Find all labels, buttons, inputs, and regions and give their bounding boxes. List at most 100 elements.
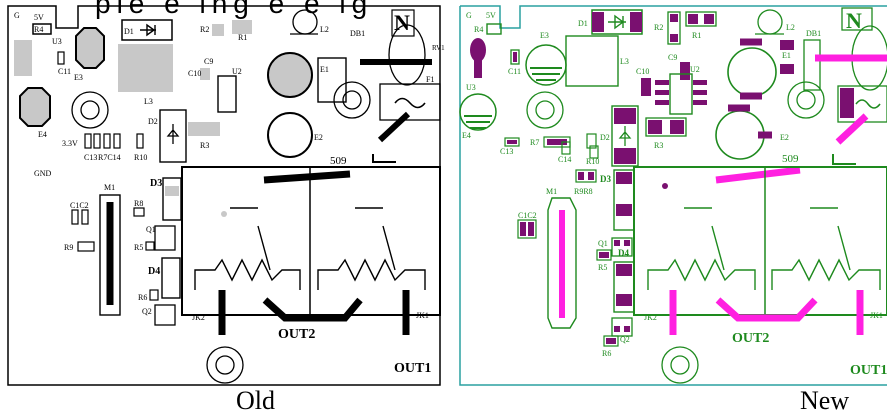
new-r2-pad — [667, 11, 681, 45]
new-d3-body — [613, 169, 635, 231]
old-mount-hole-3 — [206, 346, 244, 384]
old-board-outline — [7, 5, 441, 386]
new-label-r9r8: R9R8 — [574, 187, 593, 196]
old-label-d3: D3 — [150, 178, 162, 189]
new-label-r3: R3 — [654, 141, 663, 150]
old-d3-inner — [165, 186, 179, 196]
old-r4-pad — [32, 23, 52, 35]
new-label-out2: OUT2 — [732, 331, 769, 346]
new-mount-hole-1 — [526, 91, 564, 129]
new-label-out1: OUT1 — [850, 363, 887, 378]
old-r6-pad — [149, 289, 159, 301]
old-e2-cap — [267, 112, 313, 158]
new-r3-pad — [645, 117, 687, 137]
old-caption: Old — [236, 386, 275, 415]
new-label-c13: C13 — [500, 147, 513, 156]
new-caption: New — [800, 386, 850, 415]
header-text: ple e ing e e ig — [95, 0, 374, 19]
new-label-d3: D3 — [600, 174, 611, 184]
new-label-e1: E1 — [782, 51, 791, 60]
old-label-u3: U3 — [52, 37, 62, 46]
old-label-c1c2: C1C2 — [70, 201, 89, 210]
new-q1-pad-a — [614, 240, 620, 246]
new-label-u3: U3 — [466, 83, 476, 92]
old-u3-pad — [14, 40, 32, 76]
new-e1-cap — [727, 47, 777, 97]
new-c11-pad — [510, 49, 520, 65]
old-e3-cap — [75, 27, 105, 69]
new-u2-pin-3 — [655, 100, 669, 105]
new-relay-switch-2 — [810, 207, 851, 271]
old-label-g: G — [14, 11, 20, 20]
old-r10-pad — [136, 133, 144, 149]
new-r3-pad-a — [648, 120, 662, 134]
new-label-c10: C10 — [636, 67, 649, 76]
new-label-r5: R5 — [598, 263, 607, 272]
new-d2-big-symbol — [618, 126, 632, 146]
old-label-d1: D1 — [124, 27, 134, 36]
new-relay-coil-2 — [771, 258, 881, 290]
new-c1c2-pad-a — [520, 222, 526, 236]
new-dot-pad-1 — [780, 40, 794, 50]
new-label-r4: R4 — [474, 25, 483, 34]
old-label-out1: OUT1 — [394, 361, 431, 376]
new-label-m1: M1 — [546, 187, 557, 196]
new-d4-pad-1 — [616, 264, 632, 276]
new-c1c2-pad — [517, 219, 537, 239]
new-u2-pin-4 — [693, 80, 707, 85]
new-dot-pad-2 — [780, 64, 794, 74]
old-e1-cap — [267, 52, 313, 98]
new-d3-pad-2 — [616, 204, 632, 216]
old-relay-switch-2 — [355, 207, 396, 271]
new-label-c11: C11 — [508, 67, 521, 76]
old-r7-pad — [103, 133, 111, 149]
new-label-u2: U2 — [690, 65, 700, 74]
old-d2-body — [159, 109, 187, 163]
old-d3-body — [162, 177, 182, 221]
new-mount-hole-3 — [661, 346, 699, 384]
old-board — [7, 5, 441, 386]
old-label-db1: DB1 — [350, 29, 365, 38]
old-db1-body — [317, 57, 347, 103]
new-c13-pad-inner — [507, 140, 517, 144]
new-label-e4: E4 — [462, 131, 471, 140]
old-label-e1: E1 — [320, 65, 329, 74]
new-labels: G 5V R4 E3 D1 R2 R1 L2 N DB1 C11 U3 L3 C… — [462, 8, 887, 378]
new-label-r1: R1 — [692, 31, 701, 40]
new-d4-pad-2 — [616, 294, 632, 306]
old-label-out2: OUT2 — [278, 327, 315, 342]
old-label-r7c14: R7C14 — [98, 153, 121, 162]
new-q1-pad — [611, 237, 633, 257]
new-r9r8-pad-a — [578, 172, 584, 180]
old-u2-chip — [217, 75, 237, 113]
new-u2-chip — [669, 73, 693, 115]
old-mount-hole-2 — [333, 81, 371, 119]
old-label-r8: R8 — [134, 199, 143, 208]
new-u2-pin-5 — [693, 90, 707, 95]
new-c9-pad — [680, 62, 690, 80]
new-r10-pad — [589, 145, 599, 159]
new-label-jk2: JK2 — [644, 313, 657, 322]
new-r5-pad — [596, 249, 612, 261]
old-label-q1: Q1 — [146, 225, 156, 234]
old-label-gnd: GND — [34, 169, 52, 178]
old-label-u2: U2 — [232, 67, 242, 76]
old-label-d2: D2 — [148, 117, 158, 126]
new-label-r7: R7 — [530, 138, 539, 147]
new-u2-pin-1 — [655, 80, 669, 85]
old-label-3v3: 3.3V — [62, 139, 78, 148]
new-c13-pad — [504, 137, 520, 147]
old-label-r1: R1 — [238, 33, 247, 42]
old-label-l2: L2 — [320, 25, 329, 34]
old-label-e2: E2 — [314, 133, 323, 142]
new-label-g: G — [466, 11, 472, 20]
new-509-trace — [715, 166, 801, 184]
old-label-f1: F1 — [426, 75, 434, 84]
new-r1-pad-b — [704, 14, 714, 24]
new-d2-big — [611, 105, 639, 167]
old-r9-pad — [77, 241, 95, 252]
old-label-c10: C10 — [188, 69, 201, 78]
new-q2-pad — [611, 317, 633, 337]
new-r9r8-pad-b — [588, 172, 594, 180]
old-dot — [221, 211, 227, 217]
